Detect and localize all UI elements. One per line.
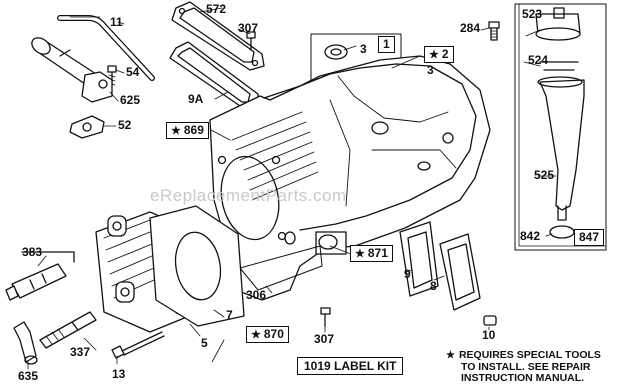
bolt-13 [111, 331, 165, 359]
boxed-label-871: ★871 [350, 245, 393, 262]
part-label-383: 383 [22, 245, 43, 259]
part-label-9a: 9A [188, 92, 204, 106]
star-icon: ★ [171, 125, 181, 137]
part-label-306: 306 [246, 288, 267, 302]
part-label-307-bottom: 307 [314, 332, 335, 346]
star-icon: ★ [446, 350, 455, 361]
gasket-52 [69, 115, 105, 139]
boxed-label-847: 847 [574, 229, 605, 246]
star-icon: ★ [251, 329, 261, 341]
part-label-7: 7 [226, 308, 233, 322]
cover-8 [439, 233, 481, 311]
watermark: eReplacementParts.com [150, 186, 347, 205]
part-label-54: 54 [126, 65, 140, 79]
part-label-3b: 3 [427, 63, 434, 77]
head-gasket-7 [149, 205, 245, 327]
part-label-9: 9 [404, 267, 411, 281]
boxed-label-869: ★869 [166, 122, 209, 139]
leader-lines [27, 7, 557, 370]
part-label-52: 52 [118, 118, 132, 132]
plug-10 [483, 315, 497, 326]
label-kit-box: 1019 LABEL KIT [297, 357, 404, 375]
special-tools-note: ★REQUIRES SPECIAL TOOLS TO INSTALL. SEE … [446, 349, 601, 385]
boot-635 [13, 321, 38, 365]
note-line-1: REQUIRES SPECIAL TOOLS [458, 349, 601, 361]
part-label-13: 13 [112, 367, 126, 381]
note-line-3: INSTRUCTION MANUAL. [461, 372, 585, 384]
part-label-523: 523 [522, 7, 543, 21]
breather-tube-11 [57, 15, 155, 81]
part-label-635: 635 [18, 369, 39, 383]
breather-tube-625 [31, 37, 113, 103]
bolt-307-top [246, 31, 256, 51]
part-label-525: 525 [534, 168, 555, 182]
part-label-3a: 3 [360, 42, 367, 56]
part-label-337: 337 [70, 345, 91, 359]
part-label-842: 842 [520, 229, 541, 243]
boxed-label-870: ★870 [246, 326, 289, 343]
part-label-8: 8 [430, 279, 437, 293]
note-line-2: TO INSTALL. SEE REPAIR [461, 360, 591, 373]
part-label-11: 11 [110, 15, 123, 29]
tool-383 [5, 251, 75, 301]
plug-284 [488, 21, 500, 41]
gasket-572 [171, 1, 265, 71]
part-label-307-top: 307 [238, 21, 259, 35]
part-label-625: 625 [120, 93, 141, 107]
dipstick-tube-box [514, 3, 607, 251]
boxed-label-1: 1 [378, 36, 395, 53]
star-icon: ★ [429, 49, 439, 61]
cylinder-block [209, 55, 491, 301]
part-label-572: 572 [206, 2, 227, 16]
gasket-9 [399, 221, 439, 297]
part-label-10: 10 [482, 328, 496, 342]
part-label-5: 5 [201, 336, 208, 350]
spark-plug-337 [39, 311, 97, 349]
part-label-524: 524 [528, 53, 549, 67]
bolt-307-bottom [320, 307, 331, 327]
star-icon: ★ [355, 248, 365, 260]
part-label-284: 284 [460, 21, 481, 35]
boxed-label-2: ★2 [424, 46, 454, 63]
